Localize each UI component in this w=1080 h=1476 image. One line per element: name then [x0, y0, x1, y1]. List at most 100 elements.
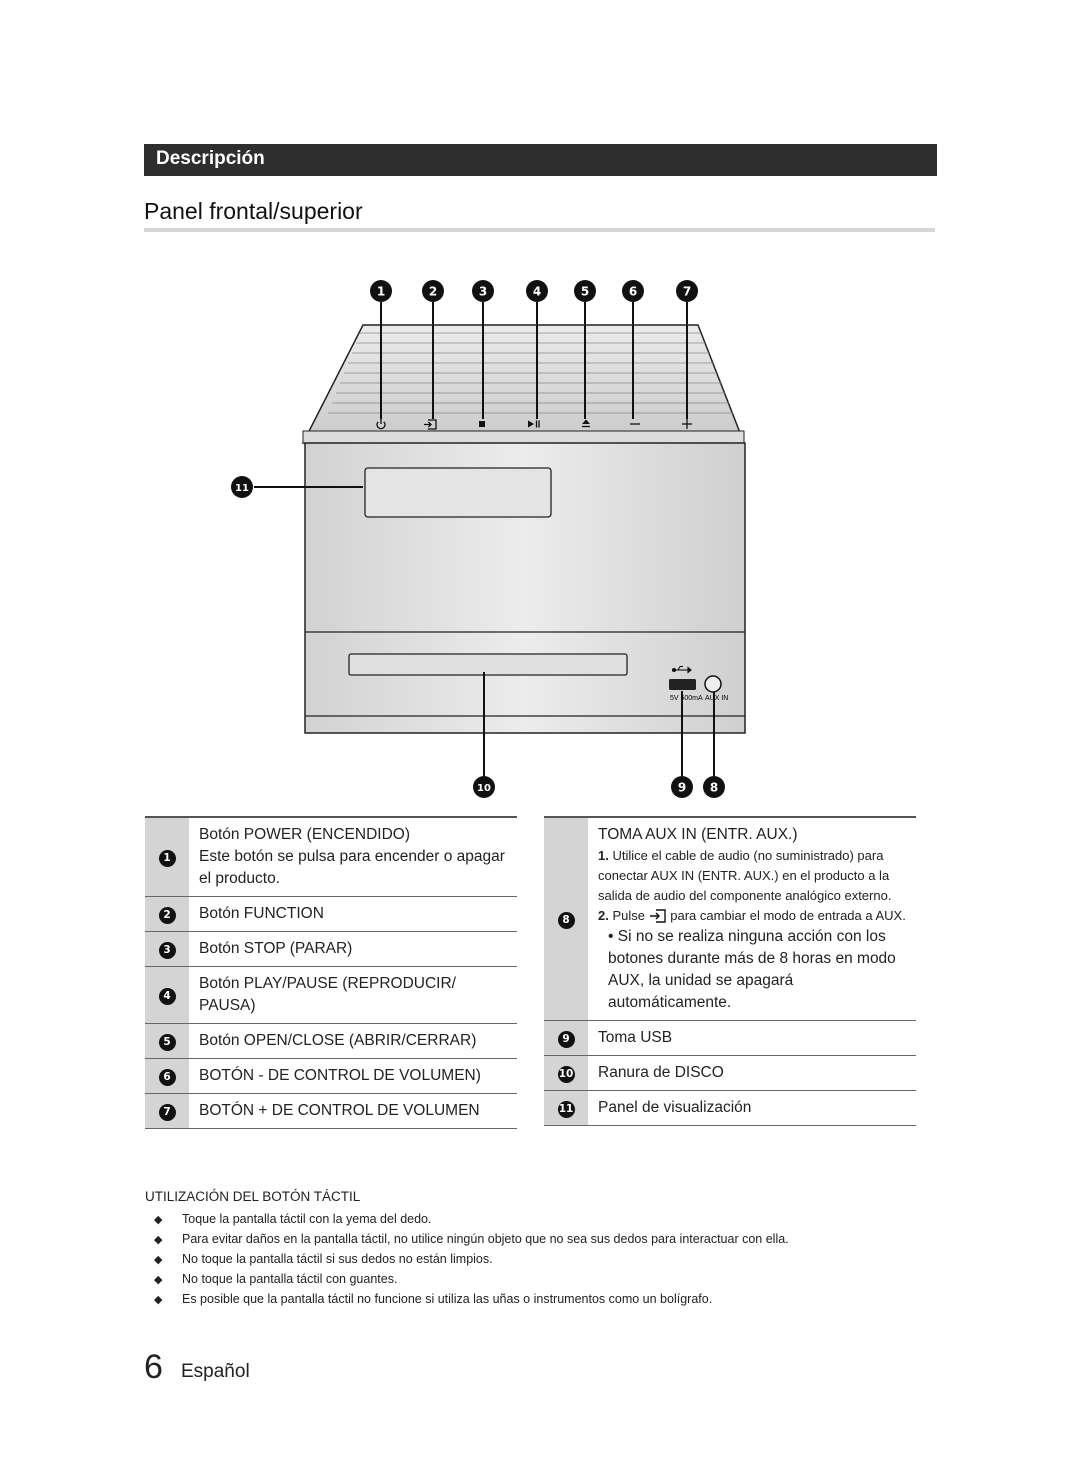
item-title: Ranura de DISCO [598, 1064, 724, 1081]
table-row: 4 Botón PLAY/PAUSE (REPRODUCIR/ PAUSA) [145, 966, 517, 1024]
item-number-badge: 10 [557, 1065, 575, 1083]
item-title: Toma USB [598, 1029, 673, 1046]
callout-8: 8 [703, 776, 725, 798]
diamond-bullet-icon: ◆ [154, 1254, 163, 1266]
section-title: Descripción [156, 148, 265, 169]
aux-port-label: AUX IN [705, 695, 728, 702]
item-number-badge: 6 [158, 1068, 176, 1086]
svg-text:3: 3 [479, 285, 487, 299]
item-number-badge: 3 [158, 941, 176, 959]
stop-icon [479, 421, 485, 427]
svg-text:2: 2 [429, 285, 437, 299]
section-header: Descripción [144, 144, 937, 176]
touch-usage-list: ◆ Toque la pantalla táctil con la yema de… [154, 1209, 789, 1309]
item-description: Este botón se pulsa para encender o apag… [199, 848, 505, 887]
function-input-icon [649, 909, 666, 923]
table-row: 6 BOTÓN - DE CONTROL DE VOLUMEN) [145, 1058, 517, 1094]
table-row: 3 Botón STOP (PARAR) [145, 931, 517, 967]
controls-table-left: 1 Botón POWER (ENCENDIDO) Este botón se … [145, 816, 517, 1129]
callout-10: 10 [473, 776, 495, 798]
list-item-text: Toque la pantalla táctil con la yema del… [182, 1212, 432, 1226]
touch-usage-heading: UTILIZACIÓN DEL BOTÓN TÁCTIL [145, 1189, 361, 1204]
callout-9: 9 [671, 776, 693, 798]
item-title: Botón POWER (ENCENDIDO) [199, 826, 411, 843]
list-item: ◆ Toque la pantalla táctil con la yema de… [154, 1209, 789, 1229]
diamond-bullet-icon: ◆ [154, 1234, 163, 1246]
callout-2: 2 [422, 280, 444, 302]
table-row: 7 BOTÓN + DE CONTROL DE VOLUMEN [145, 1093, 517, 1129]
product-diagram: 5V 500mA AUX IN 1 2 3 4 5 6 7 11 10 9 8 [231, 280, 746, 798]
svg-text:11: 11 [235, 483, 249, 494]
item-title: BOTÓN + DE CONTROL DE VOLUMEN [199, 1102, 480, 1119]
item-title: Botón OPEN/CLOSE (ABRIR/CERRAR) [199, 1032, 477, 1049]
function-input-icon [424, 419, 437, 430]
page-number: 6 [144, 1348, 163, 1386]
list-item: ◆ No toque la pantalla táctil si sus dedo… [154, 1249, 789, 1269]
item-title: TOMA AUX IN (ENTR. AUX.) [598, 826, 798, 843]
item-title: Panel de visualización [598, 1099, 752, 1116]
step-number: 1. [598, 848, 609, 863]
volume-up-icon [682, 419, 692, 429]
usb-symbol-icon [671, 665, 692, 674]
svg-text:5: 5 [581, 285, 589, 299]
usb-port [669, 679, 696, 690]
top-button-icons [376, 418, 692, 430]
item-title: Botón PLAY/PAUSE (REPRODUCIR/ PAUSA) [199, 975, 456, 1014]
svg-text:7: 7 [683, 285, 691, 299]
item-title: BOTÓN - DE CONTROL DE VOLUMEN) [199, 1067, 481, 1084]
item-number-badge: 4 [158, 987, 176, 1005]
item-title: Botón FUNCTION [199, 905, 324, 922]
list-item-text: No toque la pantalla táctil si sus dedos… [182, 1252, 493, 1266]
item-number-badge: 1 [158, 849, 176, 867]
table-row: 9 Toma USB [544, 1020, 916, 1056]
svg-text:4: 4 [533, 285, 541, 299]
table-row: 1 Botón POWER (ENCENDIDO) Este botón se … [145, 817, 517, 897]
table-row: 11 Panel de visualización [544, 1090, 916, 1126]
list-item: ◆ Es posible que la pantalla táctil no fu… [154, 1289, 789, 1309]
svg-text:6: 6 [629, 285, 637, 299]
item-number-badge: 8 [557, 911, 575, 929]
table-row: 8 TOMA AUX IN (ENTR. AUX.) 1. Utilice el… [544, 817, 916, 1021]
svg-text:9: 9 [678, 781, 686, 795]
diamond-bullet-icon: ◆ [154, 1214, 163, 1226]
page-language: Español [181, 1361, 250, 1382]
title-divider [144, 228, 935, 232]
display-panel [364, 467, 552, 518]
list-item: ◆ Para evitar daños en la pantalla táctil… [154, 1229, 789, 1249]
callout-4: 4 [526, 280, 548, 302]
list-item-text: Para evitar daños en la pantalla táctil,… [182, 1232, 789, 1246]
item-number-badge: 7 [158, 1103, 176, 1121]
item-number-badge: 2 [158, 906, 176, 924]
callout-5: 5 [574, 280, 596, 302]
item-number-badge: 9 [557, 1030, 575, 1048]
item-title: Botón STOP (PARAR) [199, 940, 353, 957]
top-panel [301, 324, 746, 444]
svg-text:8: 8 [710, 781, 718, 795]
eject-icon [582, 419, 590, 428]
diamond-bullet-icon: ◆ [154, 1274, 163, 1286]
step-text: para cambiar el modo de entrada a AUX. [670, 908, 906, 923]
callout-3: 3 [472, 280, 494, 302]
power-icon [376, 418, 386, 430]
note-bullet: • Si no se realiza ninguna acción con lo… [608, 928, 896, 1011]
step-1: 1. Utilice el cable de audio (no suminis… [598, 846, 908, 906]
step-text: Utilice el cable de audio (no suministra… [598, 848, 892, 903]
list-item-text: No toque la pantalla táctil con guantes. [182, 1272, 398, 1286]
svg-text:10: 10 [477, 783, 491, 794]
callout-6: 6 [622, 280, 644, 302]
list-item-text: Es posible que la pantalla táctil no fun… [182, 1292, 713, 1306]
step-text: Pulse [612, 908, 645, 923]
table-row: 5 Botón OPEN/CLOSE (ABRIR/CERRAR) [145, 1023, 517, 1059]
callout-11: 11 [231, 476, 253, 498]
step-2: 2. Pulse para cambiar el modo de entrada… [598, 906, 908, 926]
table-row: 2 Botón FUNCTION [145, 896, 517, 932]
table-row: 10 Ranura de DISCO [544, 1055, 916, 1091]
svg-text:1: 1 [377, 285, 385, 299]
step-number: 2. [598, 908, 609, 923]
callout-1: 1 [370, 280, 392, 302]
controls-table-right: 8 TOMA AUX IN (ENTR. AUX.) 1. Utilice el… [544, 816, 916, 1126]
item-number-badge: 11 [557, 1100, 575, 1118]
item-number-badge: 5 [158, 1033, 176, 1051]
disc-slot [348, 653, 628, 676]
diamond-bullet-icon: ◆ [154, 1294, 163, 1306]
